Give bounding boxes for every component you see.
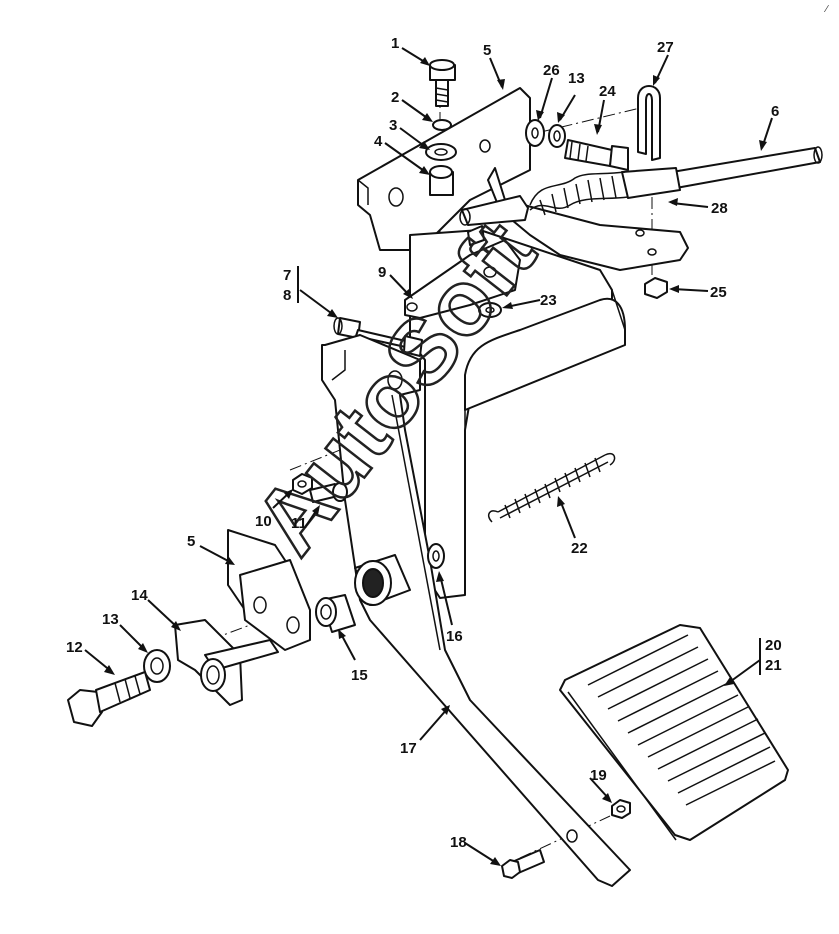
callout-9: 9	[378, 264, 386, 281]
fasteners-18-19	[501, 799, 631, 879]
callout-3: 3	[389, 117, 397, 134]
callout-17: 17	[400, 740, 417, 757]
washer-13-lower	[143, 649, 171, 683]
callout-21: 21	[765, 657, 782, 674]
callout-20: 20	[765, 637, 782, 654]
callout-13-upper: 13	[568, 70, 585, 87]
throttle-bracket	[487, 167, 689, 271]
callout-5-upper: 5	[483, 42, 491, 59]
pedal-bracket	[409, 229, 626, 599]
washers-upper	[525, 119, 566, 148]
bushing-16	[427, 543, 445, 569]
callout-15: 15	[351, 667, 368, 684]
washer-23	[478, 302, 502, 318]
callout-8: 8	[283, 287, 291, 304]
callout-7: 7	[283, 267, 291, 284]
callout-13-lower: 13	[102, 611, 119, 628]
callout-14: 14	[131, 587, 148, 604]
callout-10: 10	[255, 513, 272, 530]
bolt-12	[67, 671, 151, 727]
pad-ribs	[587, 634, 776, 806]
corner-mark: ∕	[823, 4, 829, 15]
callout-11: 11	[291, 515, 307, 532]
screw-stack	[425, 59, 457, 196]
throttle-cable	[459, 146, 823, 226]
callout-28: 28	[711, 200, 728, 217]
plate-14	[174, 619, 279, 706]
callout-25: 25	[710, 284, 727, 301]
callout-19: 19	[590, 767, 607, 784]
leader-lines	[84, 47, 773, 866]
callout-26: 26	[543, 62, 560, 79]
spring-22	[487, 453, 616, 523]
large-bushing	[354, 554, 411, 606]
callout-18: 18	[450, 834, 467, 851]
lower-bracket	[227, 529, 311, 651]
callout-23: 23	[540, 292, 557, 309]
callout-2: 2	[391, 89, 399, 106]
pivot-bushing-15	[315, 594, 356, 633]
callout-24: 24	[599, 83, 616, 100]
nut-25	[644, 277, 668, 299]
callout-6: 6	[771, 103, 779, 120]
u-clip	[637, 85, 661, 161]
callout-27: 27	[657, 39, 674, 56]
lever-9	[404, 225, 521, 319]
bolt-24	[564, 139, 629, 171]
callout-5-lower: 5	[187, 533, 195, 550]
callout-12: 12	[66, 639, 83, 656]
callouts: 1 2 3 4 5 5 6 7 8 9 10 11 12 13 13 14 15…	[66, 35, 782, 851]
callout-1: 1	[391, 35, 399, 52]
callout-4: 4	[374, 133, 383, 150]
pedal-arm	[321, 334, 631, 887]
fasteners-10-11	[292, 473, 348, 503]
pedal-pad	[559, 624, 789, 841]
callout-16: 16	[446, 628, 463, 645]
callout-22: 22	[571, 540, 588, 557]
